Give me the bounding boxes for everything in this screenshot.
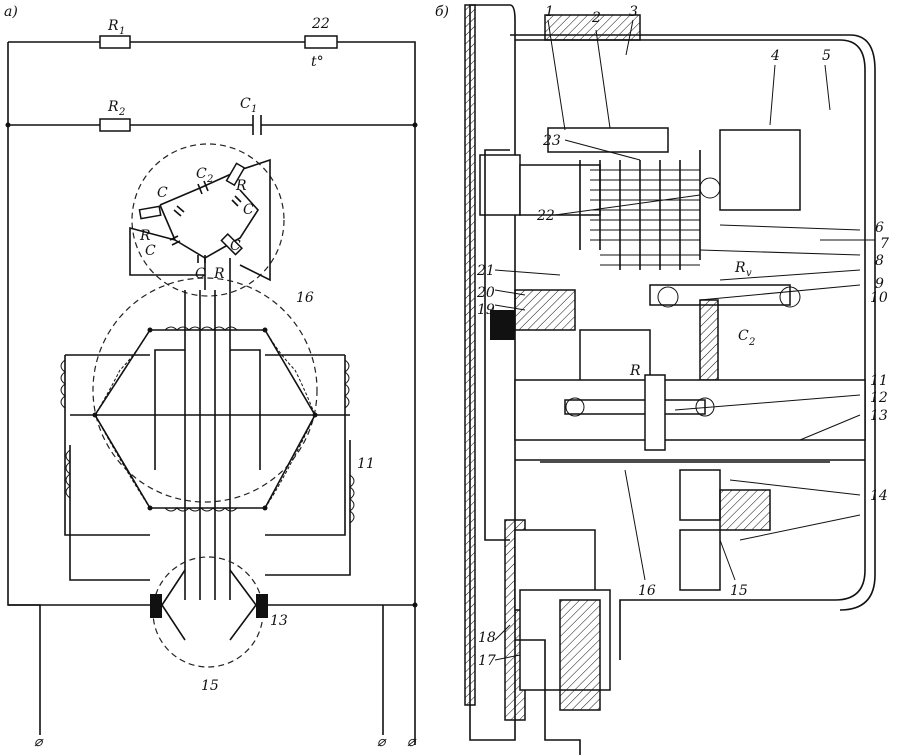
label-16: 16 bbox=[296, 290, 314, 306]
label-r2: R bbox=[107, 99, 119, 115]
callout-4: 4 bbox=[770, 48, 780, 64]
label-c2-b-sub: 2 bbox=[748, 337, 755, 348]
base-plate bbox=[469, 4, 516, 741]
callout-18: 18 bbox=[478, 630, 496, 646]
rotor-circle bbox=[152, 556, 264, 668]
callout-17: 17 bbox=[478, 653, 496, 669]
circuit-schematic: а) R 1 22 t° R 2 C 1 C 2 C C C C C R R R bbox=[4, 4, 418, 750]
terminal-3: ⌀ bbox=[407, 734, 417, 750]
label-22: 22 bbox=[311, 16, 330, 32]
label-c2: C bbox=[243, 202, 254, 218]
capacitor-c1 bbox=[252, 115, 262, 135]
callout-12: 12 bbox=[870, 390, 888, 406]
label-c2: C bbox=[145, 243, 156, 259]
callout-7: 7 bbox=[880, 236, 889, 252]
label-c2: C bbox=[196, 166, 207, 182]
callout-2: 2 bbox=[591, 10, 601, 26]
callout-6: 6 bbox=[875, 220, 884, 236]
callout-19: 19 bbox=[477, 302, 495, 318]
phase-shifter-circle bbox=[131, 143, 285, 297]
label-c1: C bbox=[240, 96, 251, 112]
label-11: 11 bbox=[357, 456, 375, 472]
label-c2: C bbox=[230, 238, 241, 254]
callout-1: 1 bbox=[545, 4, 554, 20]
brush-13-left bbox=[150, 594, 162, 618]
cover-5 bbox=[515, 39, 866, 660]
callout-8: 8 bbox=[875, 253, 884, 269]
label-c2-sub: 2 bbox=[206, 174, 213, 185]
callout-11: 11 bbox=[870, 373, 888, 389]
callout-3: 3 bbox=[629, 4, 638, 20]
callout-20: 20 bbox=[476, 285, 495, 301]
resistor-r3-top bbox=[225, 162, 246, 187]
label-13: 13 bbox=[270, 613, 288, 629]
label-r1: R bbox=[107, 18, 119, 34]
label-r3: R bbox=[235, 178, 247, 194]
callout-23: 23 bbox=[542, 133, 561, 149]
label-c2-b: C bbox=[738, 328, 749, 344]
label-r: R bbox=[629, 363, 641, 379]
label-r3: R bbox=[139, 228, 151, 244]
callout-13: 13 bbox=[870, 408, 888, 424]
callout-21: 21 bbox=[476, 263, 495, 279]
contact-mechanism-4 bbox=[719, 129, 801, 211]
panel-b-title: б) bbox=[435, 4, 449, 20]
callout-labels: 1 2 3 4 5 23 22 6 7 8 9 10 21 20 19 11 1… bbox=[476, 4, 889, 669]
resistor-r3-left bbox=[138, 205, 162, 220]
label-c2: C bbox=[157, 185, 168, 201]
brush-13-right bbox=[256, 594, 268, 618]
mechanism-section: б) bbox=[435, 4, 876, 755]
disk-16 bbox=[515, 459, 865, 463]
callout-14: 14 bbox=[870, 488, 888, 504]
panel-a-title: а) bbox=[4, 4, 18, 20]
callout-10: 10 bbox=[870, 290, 888, 306]
terminal-1: ⌀ bbox=[34, 734, 44, 750]
callout-15: 15 bbox=[730, 583, 748, 599]
label-c1-sub: 1 bbox=[251, 104, 257, 115]
thermistor-22 bbox=[304, 35, 338, 49]
resistor-r2 bbox=[99, 118, 131, 132]
label-r3: R bbox=[213, 266, 225, 282]
stator-winding bbox=[94, 329, 316, 509]
callout-22: 22 bbox=[536, 208, 555, 224]
callout-9: 9 bbox=[875, 276, 884, 292]
label-c2: C bbox=[195, 266, 206, 282]
resistor-r3-bottom bbox=[220, 233, 243, 256]
resistor-r1 bbox=[99, 35, 131, 49]
label-r1-sub: 1 bbox=[119, 26, 125, 37]
label-15: 15 bbox=[201, 678, 219, 694]
label-r2-sub: 2 bbox=[118, 107, 125, 118]
label-rv-sub: v bbox=[746, 268, 752, 279]
terminal-2: ⌀ bbox=[377, 734, 387, 750]
label-temperature: t° bbox=[311, 54, 324, 70]
callout-16: 16 bbox=[638, 583, 656, 599]
label-rv: R bbox=[734, 260, 746, 276]
callout-5: 5 bbox=[822, 48, 831, 64]
field-coils-11 bbox=[60, 359, 355, 524]
stator-circle bbox=[92, 277, 318, 503]
